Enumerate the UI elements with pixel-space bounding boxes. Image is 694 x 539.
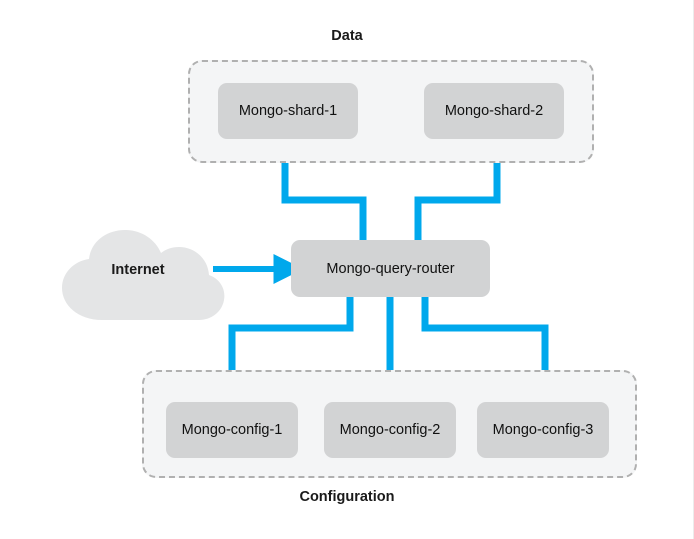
zone-data-caption: Data — [331, 28, 363, 44]
node-label: Mongo-shard-1 — [238, 103, 338, 119]
node-mongo-config-2[interactable]: Mongo-config-2 — [324, 402, 456, 458]
node-label: Mongo-query-router — [326, 260, 455, 277]
link-shard2-router — [414, 139, 501, 241]
node-mongo-query-router[interactable]: Mongo-query-router — [291, 240, 490, 297]
internet-cloud-label: Internet — [111, 262, 165, 278]
node-label: Mongo-config-1 — [181, 422, 283, 438]
link-router-config1 — [228, 296, 354, 403]
link-shard1-router — [281, 139, 367, 241]
node-label: Mongo-shard-2 — [444, 103, 544, 119]
zone-configuration-caption: Configuration — [299, 489, 395, 505]
node-mongo-shard-2[interactable]: Mongo-shard-2 — [424, 83, 564, 139]
node-mongo-config-1[interactable]: Mongo-config-1 — [166, 402, 298, 458]
link-router-config3 — [421, 296, 549, 403]
node-label: Mongo-config-2 — [339, 422, 441, 438]
internet-cloud-icon[interactable] — [58, 228, 228, 324]
node-label: Mongo-config-3 — [492, 422, 594, 438]
node-mongo-shard-1[interactable]: Mongo-shard-1 — [218, 83, 358, 139]
node-mongo-config-3[interactable]: Mongo-config-3 — [477, 402, 609, 458]
